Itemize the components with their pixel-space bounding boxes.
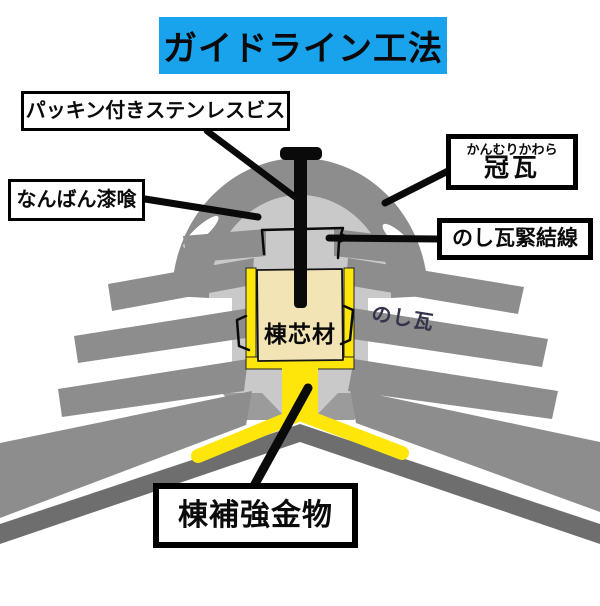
roof-slab-left [0,391,252,518]
label-packing-screw: パッキン付きステンレスビス [21,91,290,131]
roof-sheathing-bands [0,424,600,544]
leader-ridge-hardware [250,383,313,489]
roof-slabs [0,389,600,518]
label-ridge-hardware: 棟補強金物 [153,483,358,548]
callout-lines [141,127,454,489]
label-crown-tile: かんむりかわら 冠瓦 [446,134,578,190]
diagram-title: ガイドライン工法 [159,17,447,74]
crown-tile-furigana: かんむりかわら [466,141,558,157]
inline-label-ridge-core: 棟芯材 [264,321,336,347]
crown-tile-text: 冠瓦 [483,154,540,183]
leader-nanban-plaster [141,195,262,221]
noshi-tiles-left [58,229,266,417]
binding-wire-shape [235,226,355,352]
label-nanban-plaster: なんばん漆喰 [8,179,145,221]
ridge-core-shape [256,268,344,362]
label-noshi-tile-wire: のし瓦緊結線 [437,218,593,260]
roof-slab-right [350,389,600,512]
leader-noshi-wire [325,234,443,243]
leader-packing-screw [203,127,299,201]
leader-crown-tile [381,166,454,207]
